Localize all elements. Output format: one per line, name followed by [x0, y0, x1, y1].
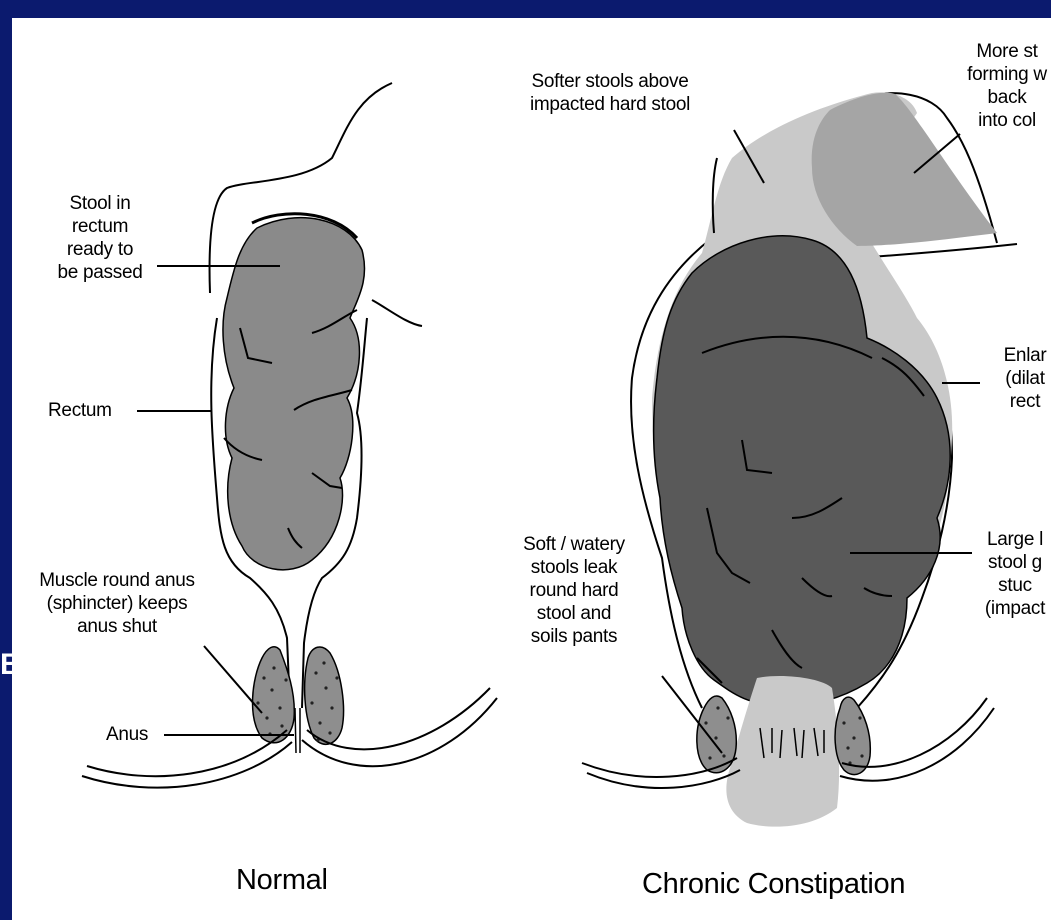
normal-illustration [82, 83, 497, 788]
caption-chronic-constipation: Chronic Constipation [642, 868, 905, 901]
diagram-panel: Stool in rectum ready to be passed Rectu… [12, 18, 1051, 920]
label-enlarged-rectum: Enlar (dilat rect [990, 344, 1051, 413]
slide-letter: B [0, 648, 12, 682]
caption-normal: Normal [236, 864, 328, 897]
constipation-sphincter-right [835, 697, 870, 774]
label-more-stool: More st forming w back into col [952, 40, 1051, 132]
label-leaking-stool: Soft / watery stools leak round hard sto… [510, 533, 638, 648]
label-rectum: Rectum [48, 399, 112, 422]
label-anus: Anus [106, 723, 148, 746]
constipation-illustration [582, 92, 1017, 826]
normal-stool [223, 218, 365, 570]
label-softer-stools: Softer stools above impacted hard stool [500, 70, 720, 116]
normal-colon-branch [372, 300, 422, 326]
label-sphincter: Muscle round anus (sphincter) keeps anus… [14, 569, 220, 638]
rectum-diagram [12, 18, 1051, 920]
label-large-stool: Large l stool g stuc (impact [970, 528, 1051, 620]
label-stool-in-rectum: Stool in rectum ready to be passed [42, 192, 158, 284]
